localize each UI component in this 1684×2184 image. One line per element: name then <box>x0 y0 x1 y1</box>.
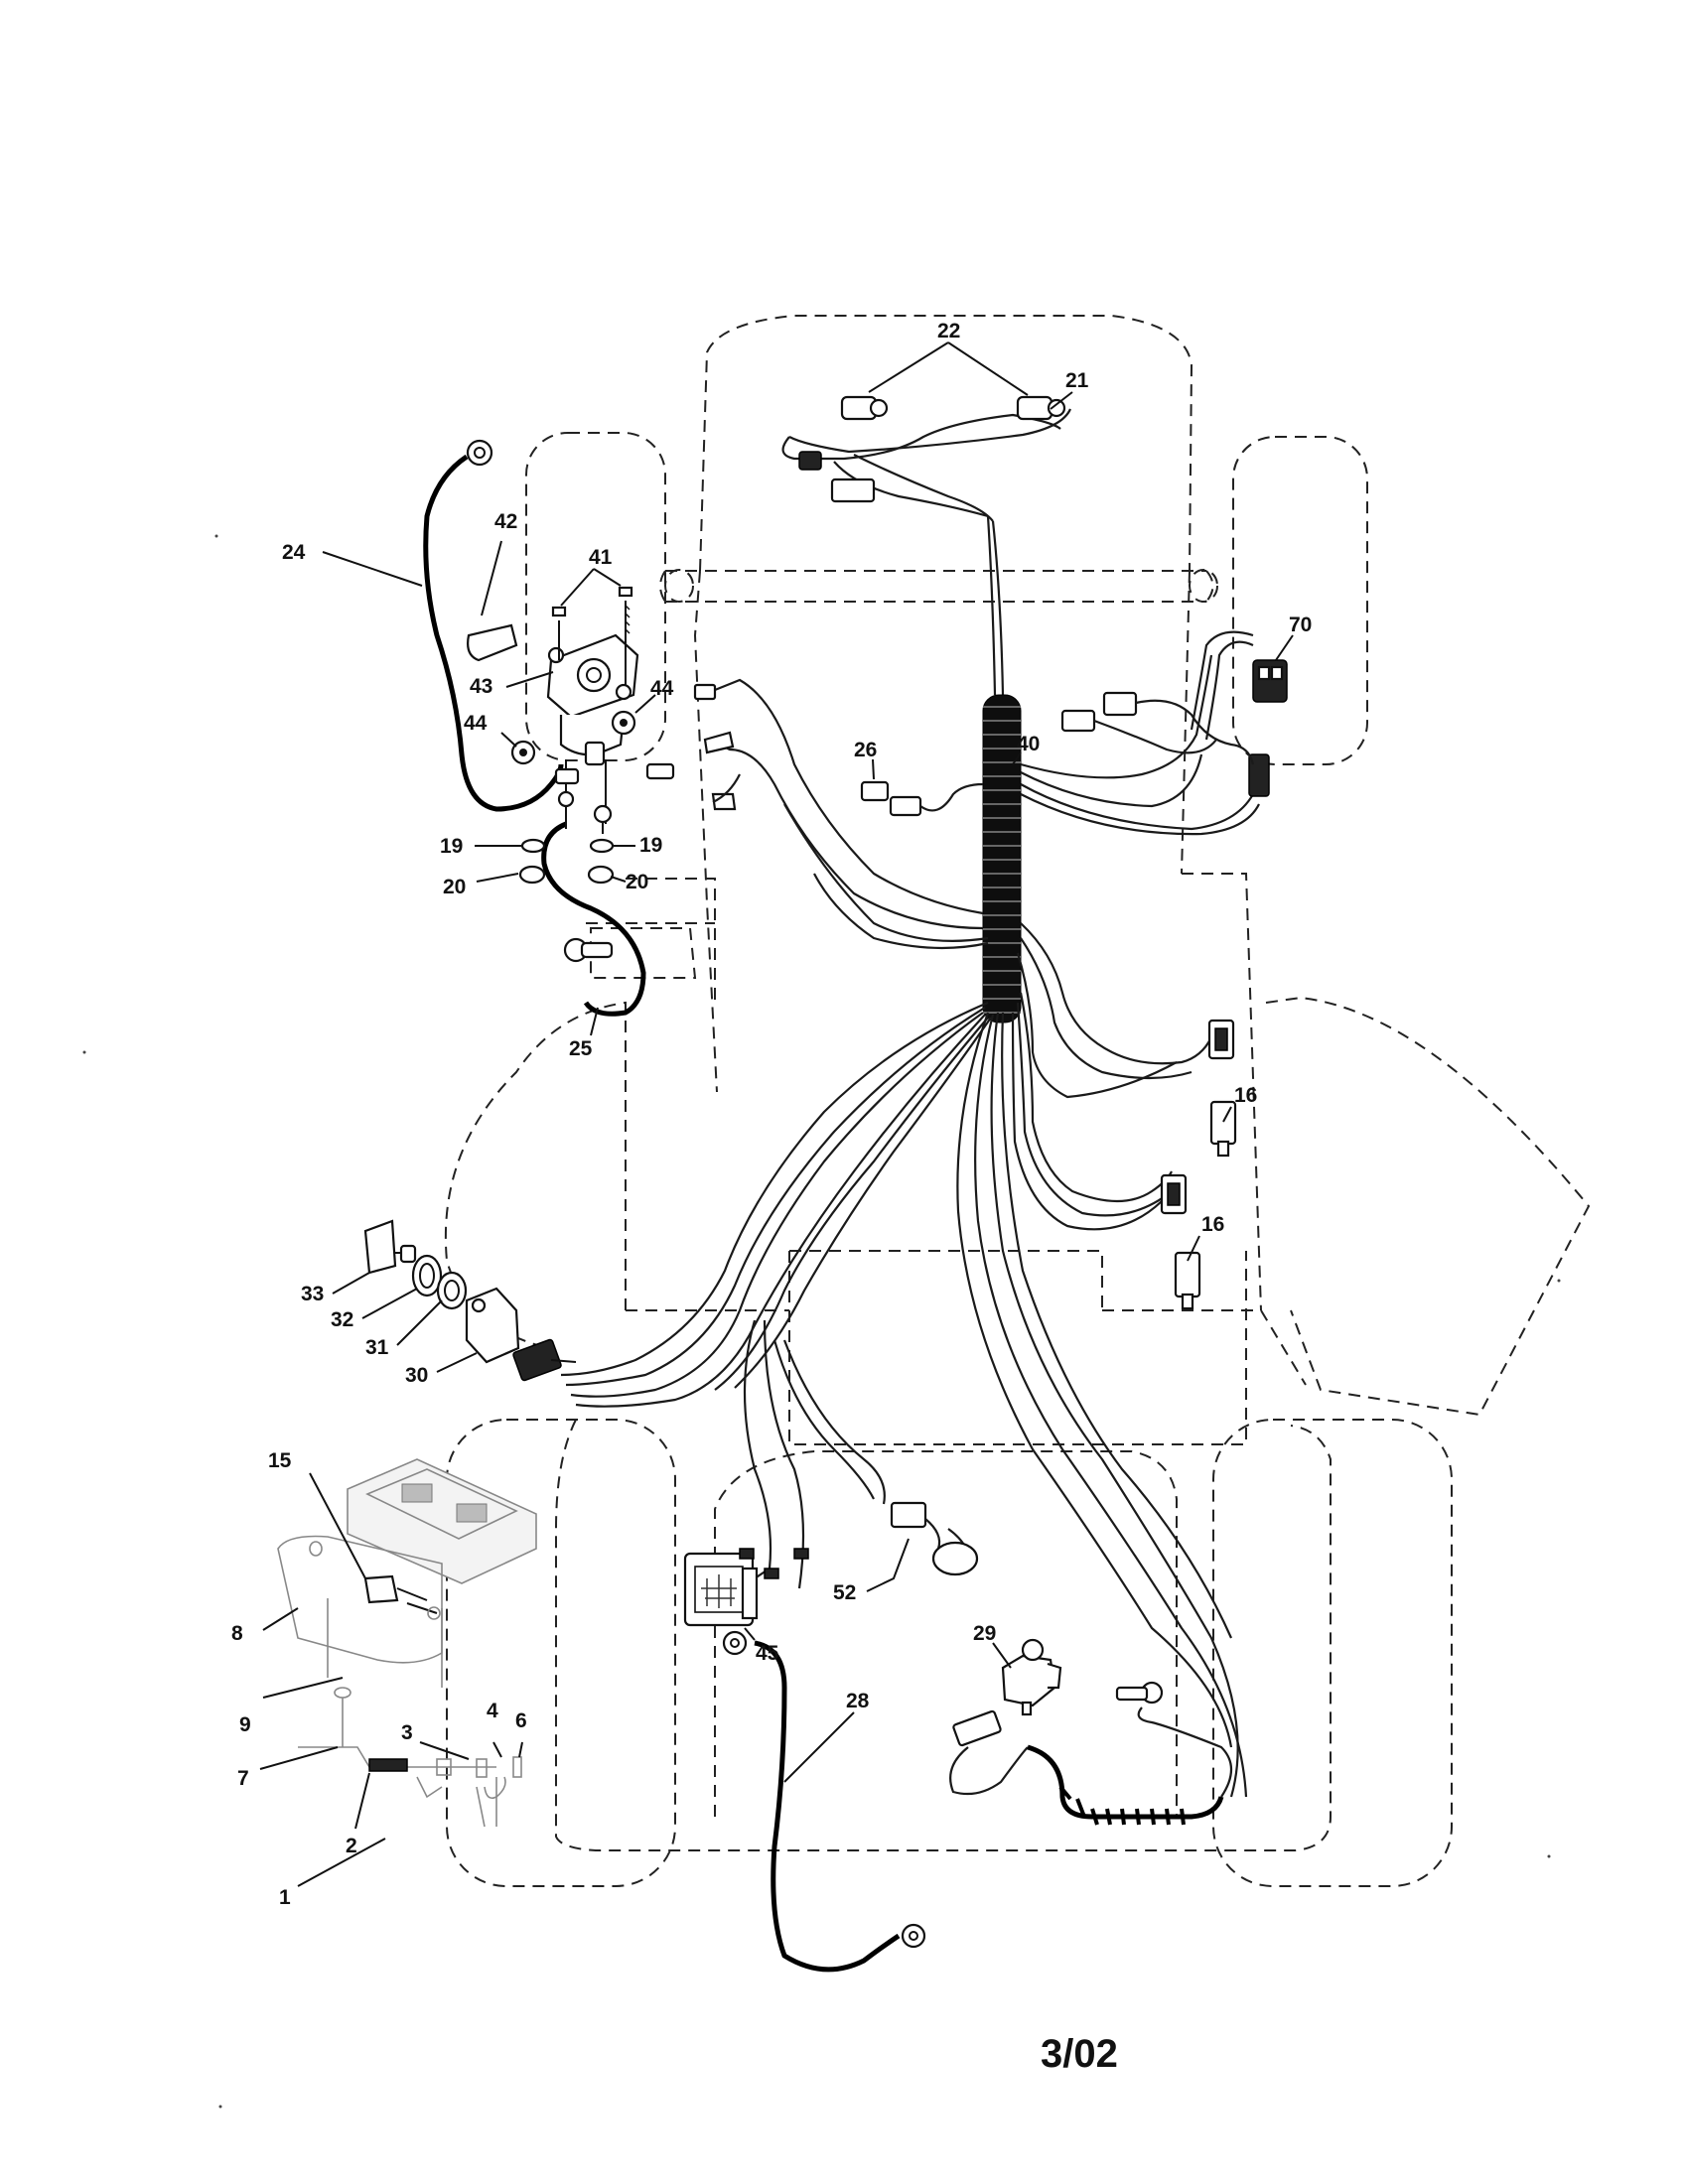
nut-20-right <box>587 865 615 885</box>
label-20-right: 20 <box>626 871 648 893</box>
label-44-right: 44 <box>650 677 674 700</box>
ignition-connector <box>512 1338 562 1382</box>
harness-terminals-mid <box>645 683 741 811</box>
rear-right-wheel-outline <box>1212 1419 1453 1887</box>
label-26: 26 <box>854 739 877 761</box>
label-28: 28 <box>846 1690 870 1712</box>
label-9: 9 <box>239 1713 251 1736</box>
connector-26 <box>860 780 984 817</box>
label-45: 45 <box>756 1642 779 1665</box>
axle-end-right <box>1189 569 1218 603</box>
label-6: 6 <box>515 1709 527 1732</box>
label-1: 1 <box>279 1886 291 1909</box>
label-44-left: 44 <box>464 712 488 735</box>
label-31: 31 <box>365 1336 389 1359</box>
plug-right-lower <box>1248 753 1270 797</box>
label-40: 40 <box>1017 733 1040 755</box>
connector-70 <box>1060 659 1288 797</box>
label-16-lower: 16 <box>1201 1213 1224 1236</box>
ignition-key-33 <box>363 1219 397 1275</box>
label-30: 30 <box>405 1364 428 1387</box>
label-16-upper: 16 <box>1234 1084 1257 1107</box>
terminal-boot-42 <box>467 623 518 662</box>
module-45 <box>683 1548 809 1627</box>
plug-mid-left <box>1060 709 1096 733</box>
connector-52 <box>890 1501 979 1576</box>
headlight-bulb-right <box>1016 395 1053 421</box>
cable-25 <box>541 821 646 1017</box>
label-21: 21 <box>1065 369 1089 392</box>
battery-box-assembly <box>277 1458 537 1828</box>
frame-rail-left <box>586 878 716 1003</box>
label-25: 25 <box>569 1037 593 1060</box>
scan-specks <box>82 534 1561 2109</box>
label-3: 3 <box>401 1721 413 1744</box>
leader-lines <box>259 341 1294 1887</box>
seat-switch-29 <box>949 1638 1233 1826</box>
label-19-left: 19 <box>440 835 463 858</box>
front-right-wheel-outline <box>1232 436 1368 765</box>
harness-sleeve <box>982 694 1022 1024</box>
label-22: 22 <box>937 320 960 342</box>
label-7: 7 <box>237 1767 249 1790</box>
ignition-switch-assembly <box>363 1219 577 1382</box>
wiring-harness <box>560 395 1263 1798</box>
seat-pan-outline <box>714 1450 1178 1817</box>
frame-rail-right <box>1182 873 1262 1311</box>
label-42: 42 <box>494 510 517 533</box>
headlight-connector-a <box>798 451 822 471</box>
front-axle-outline <box>659 570 1214 603</box>
label-70: 70 <box>1289 614 1312 636</box>
label-52: 52 <box>833 1581 856 1604</box>
part-labels: 22 21 24 42 41 70 43 44 44 26 40 19 19 2… <box>231 320 1312 1909</box>
label-24: 24 <box>282 541 306 564</box>
label-2: 2 <box>346 1835 357 1857</box>
nut-20-left <box>518 865 546 885</box>
label-8: 8 <box>231 1622 243 1645</box>
hood-lower-outline <box>693 570 1191 1093</box>
hood-outline <box>699 315 1193 572</box>
fender-step-outline <box>590 927 697 979</box>
battery-cable-24 <box>423 439 564 812</box>
starter-solenoid-43 <box>467 586 639 885</box>
battery-post-15 <box>363 1574 399 1604</box>
axle-end-left <box>664 569 694 603</box>
ignition-switch-30 <box>465 1287 520 1364</box>
headlight-harness <box>781 395 1072 696</box>
tractor-outline <box>444 315 1591 1887</box>
label-41: 41 <box>589 546 613 569</box>
label-33: 33 <box>301 1283 324 1305</box>
headlight-connector-b <box>830 478 876 503</box>
deck-outline <box>1265 996 1591 1417</box>
washer-19-right <box>589 838 615 854</box>
label-29: 29 <box>973 1622 996 1645</box>
washer-19-left <box>520 838 546 854</box>
body-center-outline <box>788 1250 1247 1445</box>
rear-fender-outline <box>555 1419 1332 1851</box>
bolt-2 <box>368 1758 408 1772</box>
label-19-right: 19 <box>639 834 662 857</box>
label-43: 43 <box>470 675 492 698</box>
label-15: 15 <box>268 1449 292 1472</box>
rear-left-wheel-outline <box>446 1419 676 1887</box>
label-20-left: 20 <box>443 876 466 898</box>
label-32: 32 <box>331 1308 353 1331</box>
date-stamp: 3/02 <box>1041 2032 1118 2076</box>
seat-plug <box>952 1709 1002 1747</box>
plug-mid-right <box>1102 691 1138 717</box>
ground-cable-28 <box>722 1630 926 1973</box>
front-left-wheel-outline <box>525 432 666 761</box>
label-4: 4 <box>487 1700 498 1722</box>
body-side-lines <box>626 1309 1307 1386</box>
